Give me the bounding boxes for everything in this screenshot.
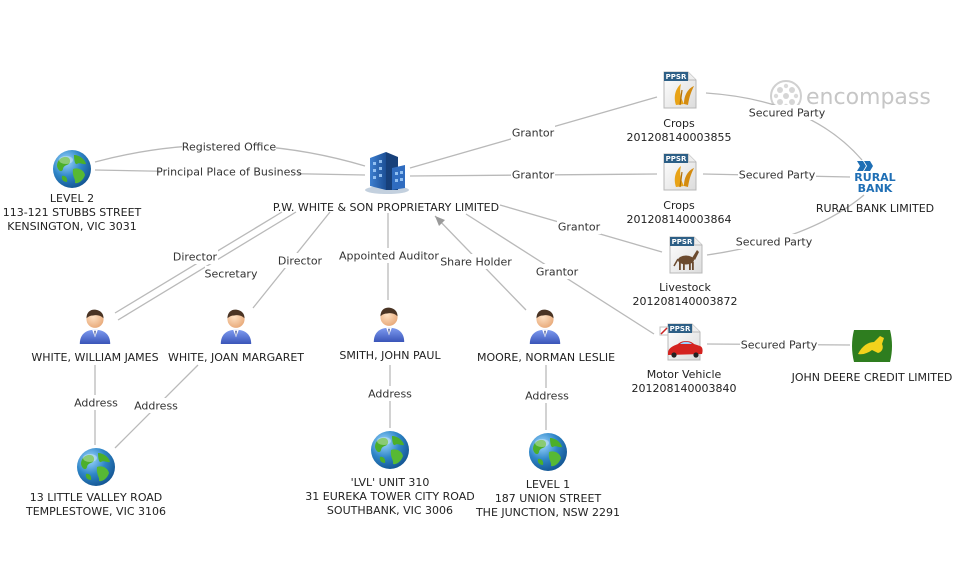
edge-label-grantor-crops2: Grantor	[512, 169, 555, 182]
node-label: 187 UNION STREET	[495, 492, 602, 505]
edge-label-address-smith: Address	[368, 388, 412, 401]
node-person-joan[interactable]: WHITE, JOAN MARGARET	[168, 309, 304, 364]
rural-logo-text: RURAL	[854, 171, 895, 184]
node-label: RURAL BANK LIMITED	[816, 202, 934, 215]
crops-icon	[674, 84, 694, 106]
node-label: 201208140003840	[632, 382, 737, 395]
node-ppsr-livestock-3872[interactable]: Livestock 201208140003872	[633, 236, 738, 308]
pin-icon	[659, 326, 669, 336]
edge-label-appointed-auditor: Appointed Auditor	[339, 250, 439, 263]
node-person-moore[interactable]: MOORE, NORMAN LESLIE	[477, 309, 615, 364]
edge-label-address-moore: Address	[525, 390, 569, 403]
node-company[interactable]: P.W. WHITE & SON PROPRIETARY LIMITED	[273, 152, 499, 214]
edge-secured-livestock	[706, 194, 865, 256]
car-icon	[668, 341, 703, 358]
node-rural-bank[interactable]: RURAL BANK RURAL BANK LIMITED	[816, 161, 934, 215]
node-label: LEVEL 2	[50, 192, 94, 205]
node-label: LEVEL 1	[526, 478, 570, 491]
person-icon	[220, 309, 252, 344]
node-label: WHITE, WILLIAM JAMES	[31, 351, 158, 364]
globe-icon	[529, 433, 567, 471]
edge-label-address-william: Address	[74, 397, 118, 410]
node-address-southbank[interactable]: 'LVL' UNIT 310 31 EUREKA TOWER CITY ROAD…	[305, 431, 475, 517]
globe-icon	[371, 431, 409, 469]
edge-label-principal-place: Principal Place of Business	[156, 166, 302, 179]
john-deere-logo	[852, 330, 892, 362]
person-icon	[373, 307, 405, 342]
edge-label-secured-crops1: Secured Party	[749, 107, 826, 120]
node-label: 'LVL' UNIT 310	[351, 476, 430, 489]
edge-label-address-joan: Address	[134, 400, 178, 413]
bank-logo-text: BANK	[858, 182, 893, 195]
node-address-junction[interactable]: LEVEL 1 187 UNION STREET THE JUNCTION, N…	[475, 433, 620, 519]
node-ppsr-crops-3855[interactable]: Crops 201208140003855	[627, 71, 732, 144]
edge-label-secured-crops2: Secured Party	[739, 169, 816, 182]
edge-label-secured-vehicle: Secured Party	[741, 339, 818, 352]
edge-labels: Registered Office Principal Place of Bus…	[73, 105, 826, 413]
node-label: 13 LITTLE VALLEY ROAD	[30, 491, 163, 504]
node-ppsr-vehicle-3840[interactable]: Motor Vehicle 201208140003840	[632, 323, 737, 395]
edge-label-grantor-livestock: Grantor	[558, 221, 601, 234]
node-label: SOUTHBANK, VIC 3006	[327, 504, 453, 517]
share-holder-arrowhead	[435, 216, 445, 226]
node-label: P.W. WHITE & SON PROPRIETARY LIMITED	[273, 201, 499, 214]
building-icon	[365, 152, 409, 194]
edge-label-secured-livestock: Secured Party	[736, 236, 813, 249]
edge-label-director-william: Director	[173, 251, 218, 264]
node-label: MOORE, NORMAN LESLIE	[477, 351, 615, 364]
node-label: 201208140003872	[633, 295, 738, 308]
edge-label-director-joan: Director	[278, 255, 323, 268]
node-ppsr-crops-3864[interactable]: Crops 201208140003864	[627, 153, 732, 226]
person-icon	[529, 309, 561, 344]
edge-label-secretary-william: Secretary	[205, 268, 258, 281]
node-address-templestowe[interactable]: 13 LITTLE VALLEY ROAD TEMPLESTOWE, VIC 3…	[25, 448, 166, 518]
node-label: THE JUNCTION, NSW 2291	[475, 506, 620, 519]
globe-icon	[77, 448, 115, 486]
edge-label-grantor-crops1: Grantor	[512, 127, 555, 140]
edge-label-share-holder: Share Holder	[440, 256, 512, 269]
node-label: JOHN DEERE CREDIT LIMITED	[791, 371, 953, 384]
node-label: KENSINGTON, VIC 3031	[7, 220, 137, 233]
node-john-deere[interactable]: JOHN DEERE CREDIT LIMITED	[791, 330, 953, 384]
node-label: Crops	[663, 117, 695, 130]
node-label: Livestock	[659, 281, 711, 294]
person-icon	[79, 309, 111, 344]
node-address-kensington[interactable]: LEVEL 2 113-121 STUBBS STREET KENSINGTON…	[3, 150, 142, 233]
node-label: SMITH, JOHN PAUL	[339, 349, 441, 362]
node-label: TEMPLESTOWE, VIC 3106	[25, 505, 166, 518]
globe-icon	[53, 150, 91, 188]
node-label: Motor Vehicle	[647, 368, 722, 381]
rural-bank-logo: RURAL BANK	[854, 161, 896, 195]
node-label: 201208140003855	[627, 131, 732, 144]
node-label: WHITE, JOAN MARGARET	[168, 351, 304, 364]
edge-label-registered-office: Registered Office	[182, 141, 277, 154]
node-label: 201208140003864	[627, 213, 732, 226]
horse-icon	[673, 250, 699, 270]
watermark-text: encompass	[806, 85, 931, 110]
node-label: Crops	[663, 199, 695, 212]
edge-label-grantor-vehicle: Grantor	[536, 266, 579, 279]
node-label: 31 EUREKA TOWER CITY ROAD	[305, 490, 474, 503]
node-person-smith[interactable]: SMITH, JOHN PAUL	[339, 307, 441, 362]
node-person-william[interactable]: WHITE, WILLIAM JAMES	[31, 309, 159, 364]
node-label: 113-121 STUBBS STREET	[3, 206, 142, 219]
crops-icon	[674, 166, 694, 188]
